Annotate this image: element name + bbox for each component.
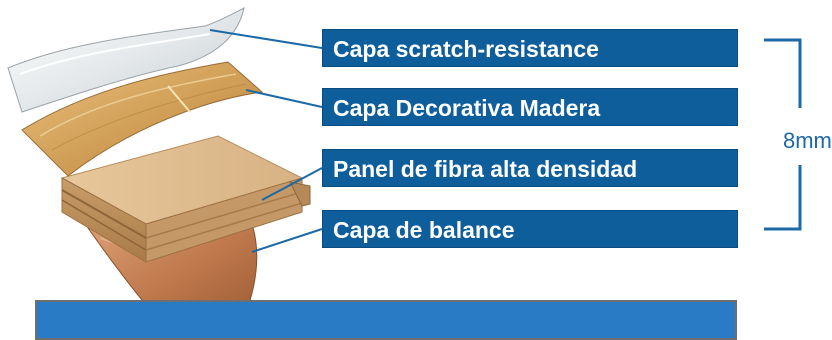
bottom-bar xyxy=(35,300,737,340)
label-scratch-resistance: Capa scratch-resistance xyxy=(322,29,738,67)
thickness-bracket xyxy=(764,38,802,231)
label-decorative-wood: Capa Decorativa Madera xyxy=(322,88,738,126)
leader-line-panel xyxy=(261,167,323,201)
scratch-resistance-layer-shape xyxy=(7,7,245,113)
thickness-label: 8mm xyxy=(783,128,832,153)
label-balance-layer: Capa de balance xyxy=(322,210,738,248)
decorative-wood-layer-shape xyxy=(21,61,264,177)
leader-line-scratch xyxy=(209,29,323,49)
leader-lines xyxy=(209,29,323,253)
label-fiber-panel: Panel de fibra alta densidad xyxy=(322,149,738,187)
leader-line-balance xyxy=(251,228,323,253)
leader-line-decorative xyxy=(245,89,323,108)
fiber-panel-shape xyxy=(60,135,311,263)
